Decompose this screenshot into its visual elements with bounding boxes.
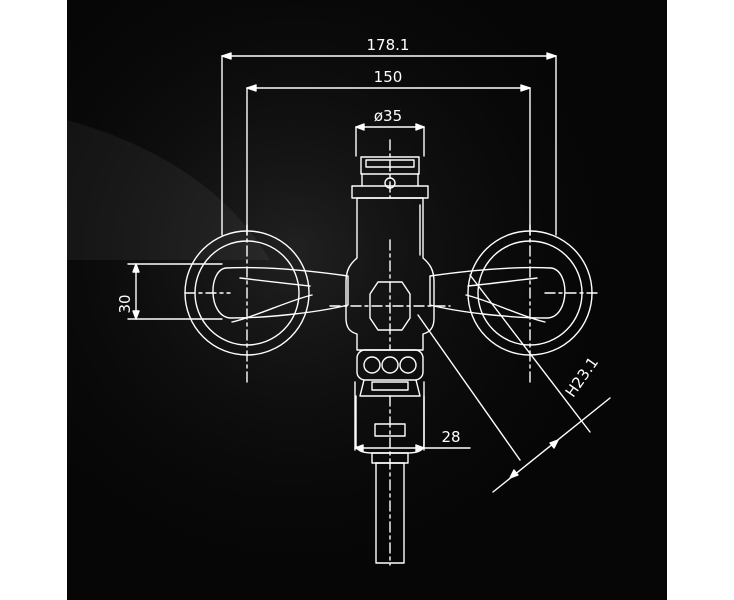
dimension-eccentric-offset <box>127 263 223 320</box>
dimension-spout-outlet <box>354 381 471 452</box>
label-body-diameter: ø35 <box>374 107 402 125</box>
label-eccentric-offset: 30 <box>116 294 134 313</box>
left-escutcheon <box>184 224 349 386</box>
background-sheen-arc <box>67 120 270 260</box>
dimension-body-diameter <box>355 123 425 157</box>
right-escutcheon <box>429 224 601 386</box>
background-sheen <box>67 0 667 600</box>
label-center-distance: 150 <box>374 68 403 86</box>
spout <box>355 395 425 566</box>
dimension-overall-width <box>221 52 557 236</box>
label-spout-outlet: 28 <box>441 428 460 446</box>
dimension-center-distance <box>246 84 531 236</box>
label-overall-width: 178.1 <box>367 36 410 54</box>
mixer-body <box>329 197 451 351</box>
